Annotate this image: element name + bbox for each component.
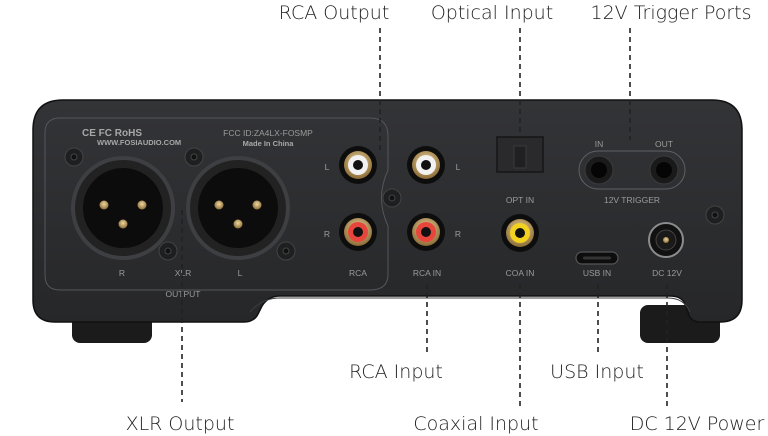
callout-usb-input: USB Input <box>550 361 644 383</box>
usb-in-label: USB IN <box>583 268 611 278</box>
dc-power-jack[interactable] <box>648 222 684 258</box>
certification-marks: CE FC RoHS <box>82 128 142 139</box>
callout-trigger-ports: 12V Trigger Ports <box>590 2 751 24</box>
rca-in-label: RCA IN <box>413 268 441 278</box>
made-in-text: Made In China <box>243 139 295 148</box>
xlr-left-connector[interactable] <box>186 156 290 260</box>
website-text: WWW.FOSIAUDIO.COM <box>97 138 181 147</box>
trigger-out-label: OUT <box>655 139 673 149</box>
rca-input-right-jack[interactable] <box>407 213 445 251</box>
rca-label: RCA <box>349 268 367 278</box>
callout-rca-input: RCA Input <box>349 361 443 383</box>
xlr-r-label: R <box>119 268 125 278</box>
rca-in-l-label: L <box>456 162 461 172</box>
fcc-id: FCC ID:ZA4LX-FOSMP <box>223 128 313 138</box>
output-label: OUTPUT <box>166 289 201 299</box>
rca-input-left-jack[interactable] <box>407 146 445 184</box>
dc-12v-label: DC 12V <box>652 268 682 278</box>
coaxial-input-jack[interactable] <box>501 214 539 252</box>
callout-optical-input: Optical Input <box>431 2 553 24</box>
optical-input-port[interactable] <box>496 136 544 173</box>
trigger-label: 12V TRIGGER <box>604 195 660 205</box>
callout-rca-output: RCA Output <box>279 2 390 24</box>
trigger-out-port[interactable] <box>649 155 679 185</box>
xlr-label: XLR <box>175 268 192 278</box>
rca-output-left-jack[interactable] <box>339 146 377 184</box>
rca-r-label: R <box>324 229 330 239</box>
trigger-outline <box>578 150 686 190</box>
screw-icons <box>64 147 725 261</box>
callout-xlr-output: XLR Output <box>126 413 235 435</box>
rca-output-right-jack[interactable] <box>339 213 377 251</box>
xlr-l-label: L <box>238 268 243 278</box>
rca-l-label: L <box>325 162 330 172</box>
usb-c-port[interactable] <box>575 251 619 265</box>
callout-coaxial-input: Coaxial Input <box>413 413 538 435</box>
callout-lines <box>181 28 668 406</box>
trigger-in-label: IN <box>595 139 604 149</box>
opt-in-label: OPT IN <box>506 195 534 205</box>
rca-in-r-label: R <box>455 229 461 239</box>
callout-dc-power: DC 12V Power <box>630 413 765 435</box>
xlr-right-connector[interactable] <box>71 156 175 260</box>
coa-in-label: COA IN <box>506 268 535 278</box>
trigger-in-port[interactable] <box>584 155 614 185</box>
device-body <box>32 99 743 323</box>
output-panel-outline <box>44 117 389 291</box>
